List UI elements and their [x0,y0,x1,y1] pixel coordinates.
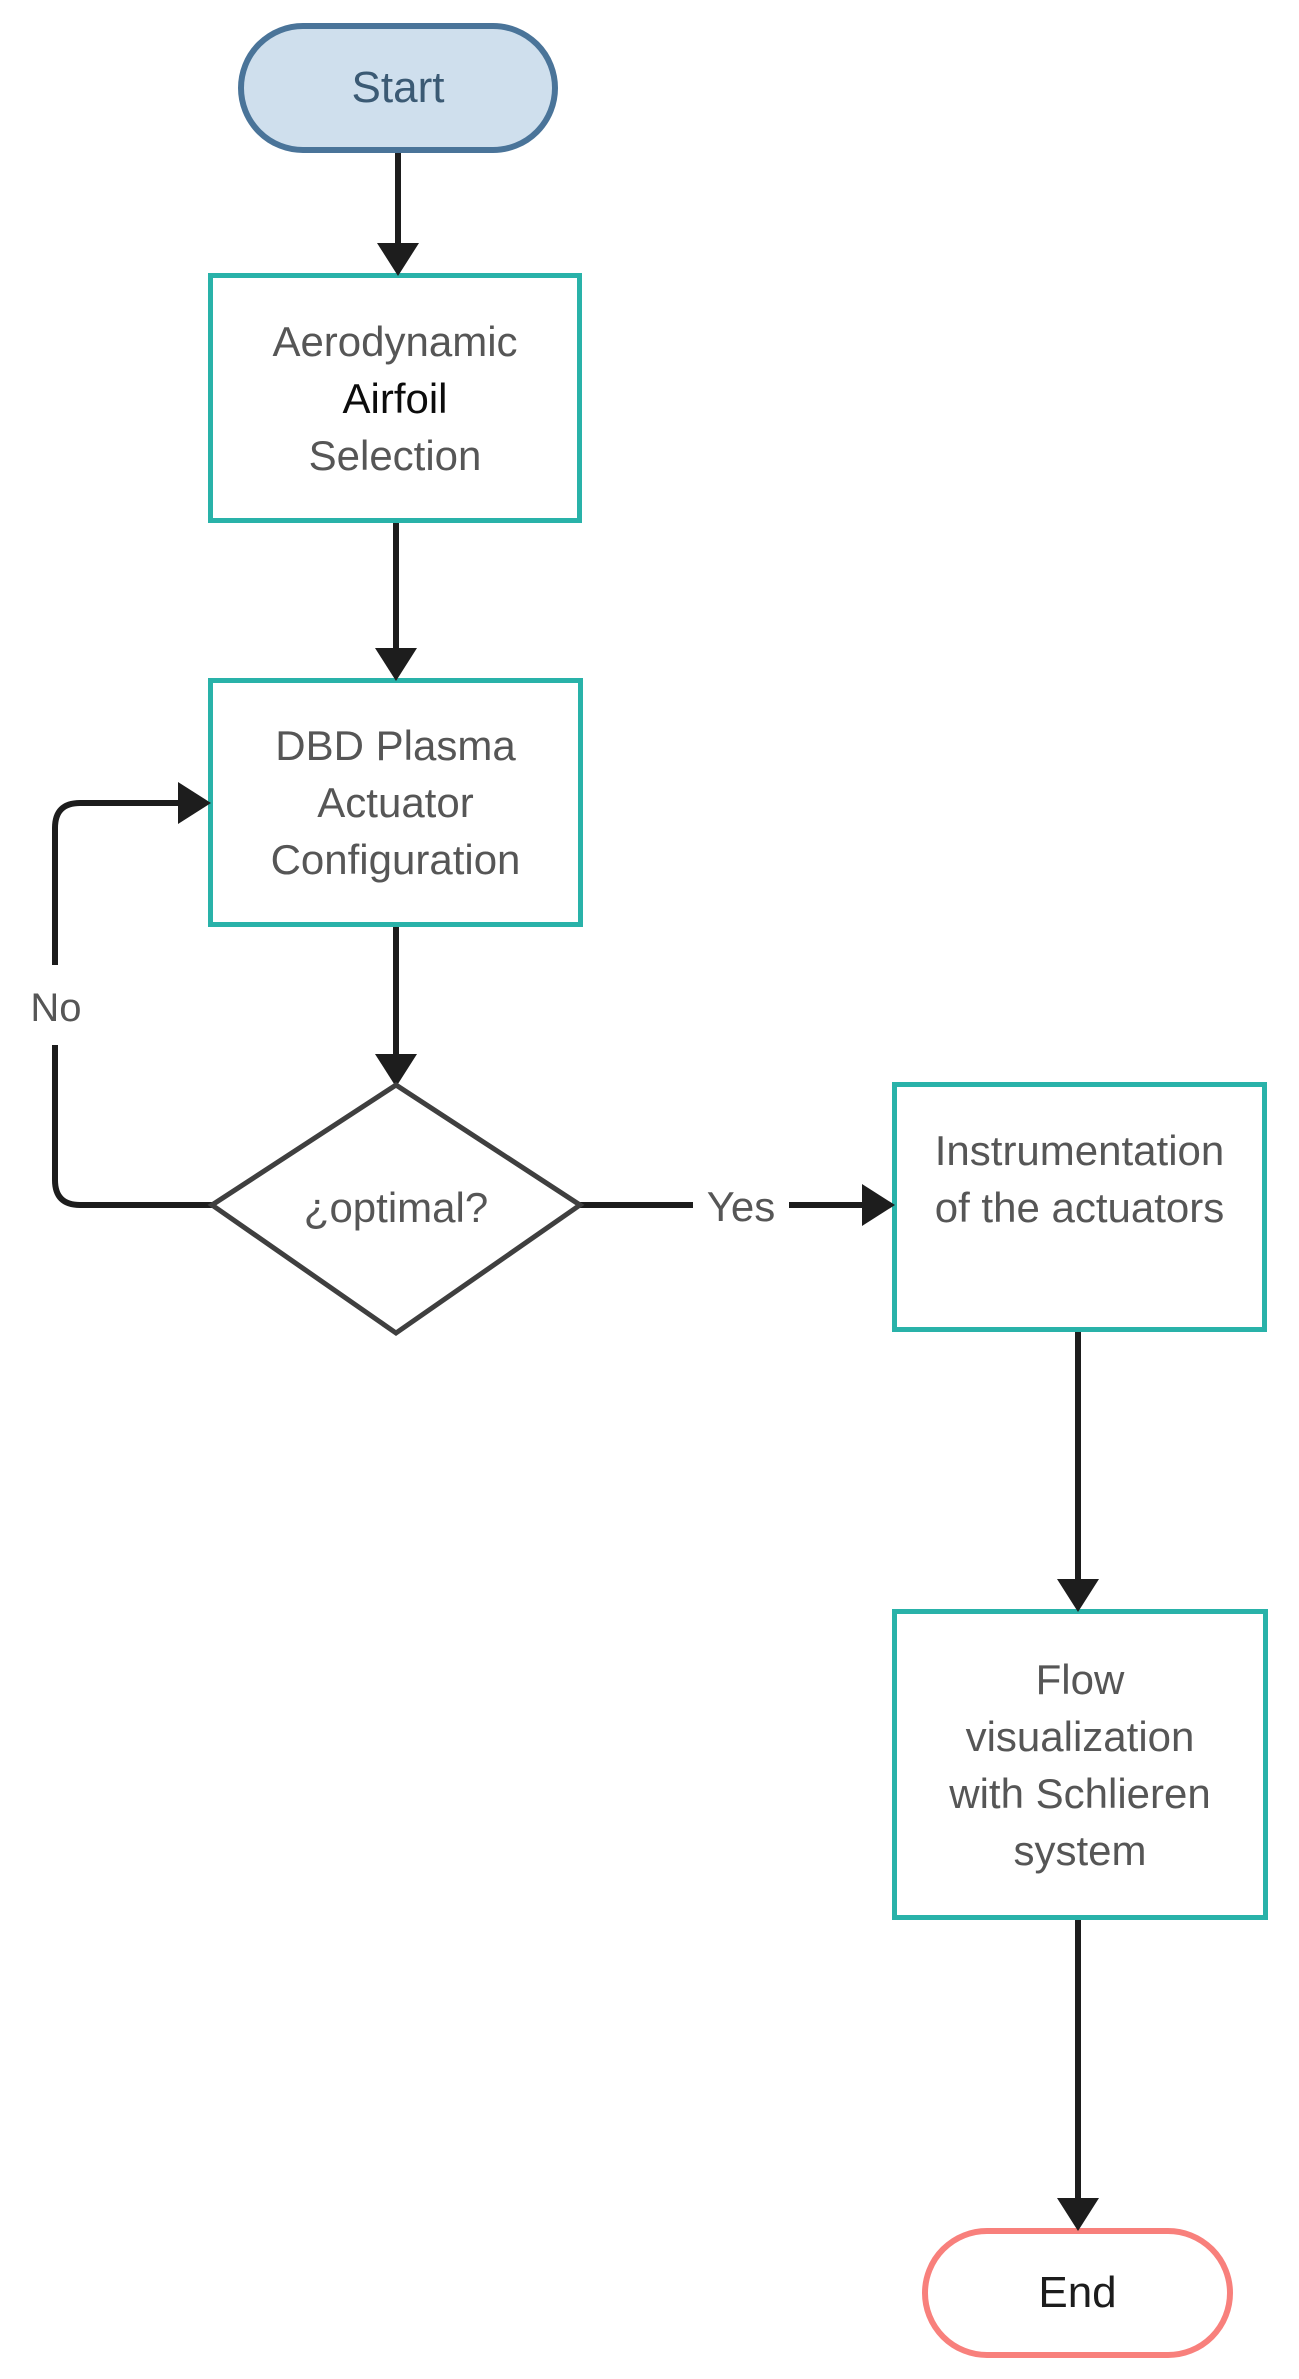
arrowhead-into-end [1057,2198,1099,2231]
arrowhead-into-airfoil [377,243,419,276]
node-flow-line-4: system [1013,1826,1147,1874]
arrowhead-into-dbd [375,648,417,681]
node-airfoil-line-2: Airfoil [342,374,448,422]
node-end-label: End [1038,2268,1117,2317]
node-flow-line-3: with Schlieren [949,1769,1211,1817]
node-instrumentation: Instrumentation of the actuators [892,1082,1267,1332]
node-dbd-configuration: DBD Plasma Actuator Configuration [208,678,583,927]
node-flow-visualization: Flow visualization with Schlieren system [892,1609,1268,1920]
arrowhead-yes-into-instrumentation [862,1184,895,1226]
node-end: End [922,2228,1233,2358]
node-start: Start [238,23,558,153]
edge-label-no: No [30,986,82,1030]
edge-no-loop-upper [52,800,183,965]
node-airfoil-selection: Aerodynamic Airfoil Selection [208,273,582,523]
node-airfoil-line-3: Selection [308,431,482,479]
edge-no-loop-lower [52,1045,212,1208]
node-flow-line-2: visualization [965,1712,1195,1760]
arrowhead-no-into-dbd [178,782,211,824]
node-flow-line-1: Flow [1035,1655,1125,1703]
node-decision-label: ¿optimal? [303,1184,489,1231]
node-instrumentation-line-1: Instrumentation [934,1127,1225,1174]
node-dbd-line-2: Actuator [317,779,474,826]
node-instrumentation-line-2: of the actuators [934,1184,1225,1231]
node-airfoil-line-1: Aerodynamic [272,317,518,365]
arrowhead-into-decision [375,1054,417,1087]
node-start-label: Start [351,63,445,112]
node-dbd-line-1: DBD Plasma [275,722,516,769]
node-dbd-line-3: Configuration [270,836,521,883]
edge-label-yes: Yes [706,1183,776,1230]
arrowhead-into-flow [1057,1579,1099,1612]
